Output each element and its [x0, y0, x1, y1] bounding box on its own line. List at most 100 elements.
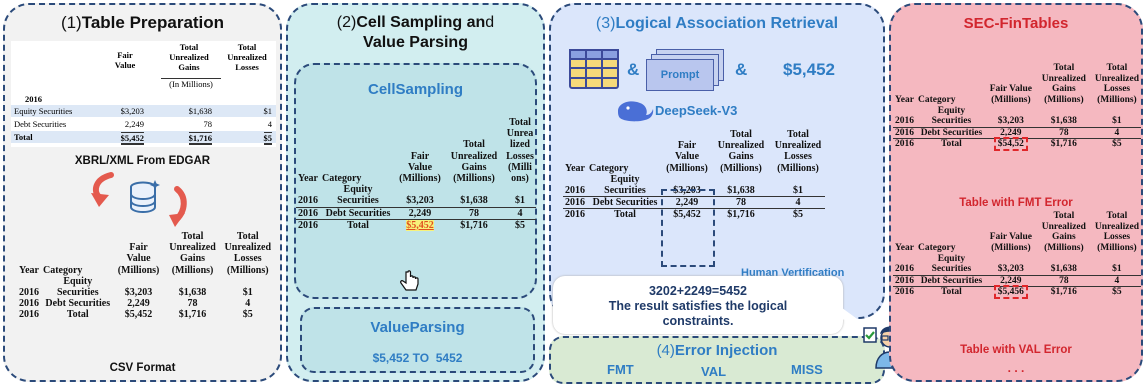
sampling-cell: $1,638: [444, 184, 504, 208]
html-cell: $1,638: [188, 106, 212, 116]
retrieval-cell: $5,452: [673, 209, 701, 221]
html-col-fair-value: Fair Value: [114, 50, 136, 70]
sampling-cell: $5: [515, 219, 525, 231]
html-cell: $5: [263, 132, 272, 145]
panel-sec-fintables: SEC-FinTables Year Category Fair Value (…: [889, 3, 1143, 382]
val-cell: 2016: [893, 253, 916, 276]
csv-cell: 2,249: [127, 298, 150, 310]
check-equation: 3202+2249=5452: [648, 284, 748, 298]
xbrl-source-label: XBRL/XML From EDGAR: [74, 155, 211, 167]
retrieval-cell: 2016: [563, 196, 587, 210]
html-table-card: Fair Value Total Unrealized Gains Total …: [11, 41, 276, 147]
error-type-val: VAL: [701, 364, 727, 379]
html-row-debt: Debt Securities 2,249 78 4: [11, 118, 276, 130]
val-error-caption: Table with VAL Error: [960, 344, 1072, 356]
sampling-cell: 2016: [296, 207, 320, 220]
val-header: Total Unrealized Losses (Millions): [1094, 211, 1140, 253]
csv-row: 2016 Equity Securities $3,203 $1,638 $1: [17, 276, 273, 298]
retrieval-row: 2016 Equity Securities $3,203 $1,638 $1: [563, 173, 825, 198]
val-header: Total Unrealized Gains (Millions): [1041, 211, 1086, 253]
amp-2: &: [735, 60, 748, 79]
fmt-cell: 2016: [893, 105, 916, 128]
val-cell: $3,203: [986, 253, 1035, 276]
sampling-cell: 4: [504, 207, 536, 220]
csv-cell: $1,638: [178, 286, 207, 298]
retrieval-cell: 4: [771, 196, 825, 210]
html-row-equity: Equity Securities $3,203 $1,638 $1: [11, 105, 276, 117]
sampling-cell: 2016: [296, 184, 320, 208]
panel-logical-retrieval: (3)Logical Association Retrieval & Promp…: [549, 3, 885, 319]
html-cell: $3,203: [120, 106, 144, 116]
sampling-cell: Equity Securities: [320, 184, 396, 208]
fmt-error-cell: $54,52: [987, 137, 1035, 152]
panel3-number: (3): [595, 15, 616, 32]
panel1-number: (1): [60, 13, 82, 32]
panel4-title-text: Error Injection: [674, 342, 778, 359]
panel1-title-text: Table Preparation: [81, 13, 225, 32]
fmt-header: Total Unrealized Losses (Millions): [1094, 63, 1140, 105]
html-year: 2016: [25, 94, 42, 104]
sec-fintables-title: SEC-FinTables: [963, 15, 1069, 32]
retrieval-row: 2016 Total $5,452 $1,716 $5: [563, 209, 825, 221]
panel4-title: (4)Error Injection: [551, 342, 883, 359]
amp-1: &: [627, 60, 640, 79]
panel-table-preparation: (1)Table Preparation Fair Value Total Un…: [3, 3, 282, 382]
sampling-header: Category: [322, 172, 362, 184]
val-row: 2016 Equity Securities $3,203 $1,638 $1: [893, 253, 1141, 276]
csv-cell: $5: [242, 309, 253, 321]
error-type-fmt: FMT: [607, 362, 634, 377]
html-cell: $1: [263, 106, 273, 116]
val-cell: $1,716: [1050, 287, 1077, 298]
val-cell: Total: [941, 287, 962, 298]
fmt-cell: 2016: [895, 139, 914, 150]
val-cell: Equity Securities: [916, 253, 987, 276]
target-value: $5,452: [783, 60, 835, 79]
val-cell: 2016: [893, 275, 916, 288]
fmt-row: 2016 Debt Securities 2,249 78 4: [893, 127, 1141, 140]
fmt-cell: $3,203: [986, 105, 1035, 128]
csv-cell: $1: [242, 286, 253, 298]
csv-cell: Debt Securities: [45, 298, 111, 310]
sampling-header: Total Unrealized Gains (Millions): [450, 139, 498, 184]
sampling-row: 2016 Total $5,452 $1,716 $5: [296, 219, 536, 231]
fmt-header: Fair Value (Millions): [989, 84, 1033, 105]
retrieval-header: Total Unrealized Gains (Millions): [717, 129, 765, 174]
sampling-cell: Total: [347, 219, 369, 231]
panel2-title-a: Cell Sampling an: [356, 14, 486, 31]
csv-header: Year: [19, 264, 39, 276]
html-subheader: (In Millions): [161, 78, 221, 89]
fmt-row: 2016 Total $54,52 $1,716 $5: [893, 137, 1141, 152]
html-cell: Equity Securities: [14, 106, 73, 116]
sampled-cell-value: $5,452: [406, 219, 434, 231]
more-tables-ellipsis: . . .: [1007, 361, 1025, 375]
csv-row: 2016 Debt Securities 2,249 78 4: [17, 298, 273, 309]
database-icon: [130, 180, 160, 214]
panel2-title: (2)Cell Sampling and Value Parsing: [288, 13, 543, 53]
cell-sampling-title: CellSampling: [367, 81, 464, 98]
html-cell: $1,716: [188, 132, 212, 145]
sampling-row: 2016 Debt Securities 2,249 78 4: [296, 207, 536, 220]
csv-table: Year Category Fair Value (Millions) Tota…: [17, 231, 273, 321]
html-cell: 78: [203, 119, 213, 129]
val-header: Category: [918, 242, 956, 253]
sampled-cell-highlight: $5,452: [396, 219, 444, 231]
val-error-table: Year Category Fair Value (Millions) Tota…: [893, 211, 1141, 300]
sampling-cell: 2016: [298, 219, 318, 231]
sampling-header: Fair Value (Millions): [399, 150, 441, 184]
retrieval-cell: Equity Securities: [587, 173, 663, 198]
retrieval-cell: $1,638: [711, 173, 771, 198]
fmt-cell: 4: [1092, 127, 1141, 140]
fmt-cell: 78: [1034, 127, 1093, 140]
html-col-gains: Total Unrealized Gains: [169, 42, 209, 72]
val-cell: Debt Securities: [916, 275, 987, 288]
fmt-cell: Equity Securities: [916, 105, 987, 128]
retrieval-cell: Total: [614, 209, 636, 221]
fmt-cell: 2,249: [986, 127, 1035, 140]
panel2-title-c: Value Parsing: [363, 34, 468, 51]
conversion-arrows: [91, 172, 187, 227]
retrieval-cell: 2016: [565, 209, 585, 221]
html-row-total: Total $5,452 $1,716 $5: [11, 131, 276, 145]
retrieval-cell: 2,249: [663, 196, 711, 210]
csv-cell: $3,203: [124, 286, 153, 298]
fmt-cell: Debt Securities: [916, 127, 987, 140]
